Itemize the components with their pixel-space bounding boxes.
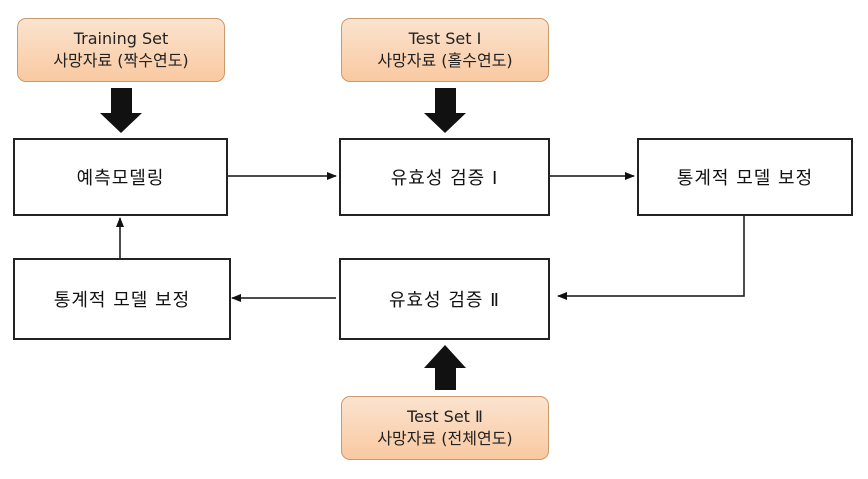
validation-1-label: 유효성 검증 Ⅰ: [390, 168, 499, 189]
calibration-left-box: 통계적 모델 보정: [13, 258, 231, 340]
calibration-right-box: 통계적 모델 보정: [637, 138, 853, 216]
prediction-modeling-box: 예측모델링: [13, 138, 228, 216]
test-set-2-subtitle: 사망자료 (전체연도): [377, 429, 513, 448]
training-set-box: Training Set 사망자료 (짝수연도): [17, 18, 225, 82]
test-set-1-title: Test Set Ⅰ: [408, 29, 482, 48]
test-set-1-box: Test Set Ⅰ 사망자료 (홀수연도): [341, 18, 549, 82]
test-set-1-subtitle: 사망자료 (홀수연도): [377, 51, 513, 70]
test-set-2-title: Test Set Ⅱ: [407, 407, 483, 426]
validation-2-box: 유효성 검증 Ⅱ: [339, 258, 550, 340]
calibration-right-label: 통계적 모델 보정: [676, 168, 814, 189]
training-set-title: Training Set: [73, 29, 169, 48]
block-arrow-test1-down: [424, 88, 466, 133]
block-arrow-test2-up: [424, 345, 466, 390]
calibration-left-label: 통계적 모델 보정: [53, 290, 191, 311]
training-set-subtitle: 사망자료 (짝수연도): [53, 51, 189, 70]
test-set-2-box: Test Set Ⅱ 사망자료 (전체연도): [341, 396, 549, 460]
prediction-modeling-label: 예측모델링: [76, 168, 165, 189]
block-arrow-training-down: [100, 88, 142, 133]
arrow-calibration-to-validation2: [557, 214, 745, 300]
validation-2-label: 유효성 검증 Ⅱ: [388, 290, 501, 311]
validation-1-box: 유효성 검증 Ⅰ: [339, 138, 550, 216]
